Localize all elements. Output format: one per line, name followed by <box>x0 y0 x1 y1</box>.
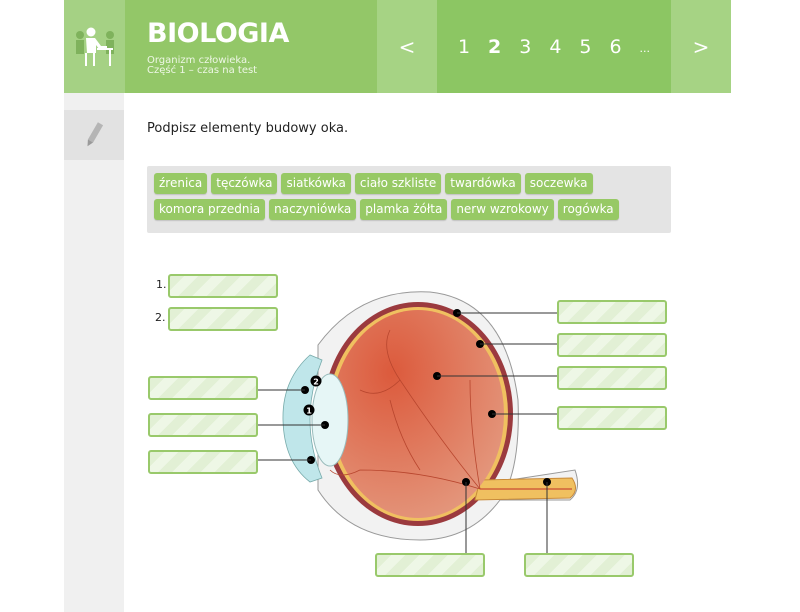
word-chip[interactable]: źrenica <box>154 173 208 194</box>
pagination: < 1 2 3 4 5 6 ... > <box>377 0 731 93</box>
word-chip[interactable]: ciało szkliste <box>354 173 442 194</box>
subject-title: BIOLOGIA <box>147 18 289 49</box>
page-5[interactable]: 5 <box>579 35 592 58</box>
drop-zone-bottom-1[interactable] <box>375 553 485 577</box>
question-text: Podpisz elementy budowy oka. <box>147 121 349 136</box>
word-chip[interactable]: naczyniówka <box>269 199 357 220</box>
drop-zone-right-1[interactable] <box>557 300 667 324</box>
page-1[interactable]: 1 <box>457 35 471 58</box>
word-bank: źrenica tęczówka siatkówka ciało szklist… <box>147 166 671 233</box>
header-title-block: BIOLOGIA Organizm człowieka. Część 1 – c… <box>125 0 377 93</box>
word-chip[interactable]: nerw wzrokowy <box>451 199 554 220</box>
drop-zone-left-2[interactable] <box>148 413 258 437</box>
page-2-current[interactable]: 2 <box>488 35 502 58</box>
drop-zone-right-2[interactable] <box>557 333 667 357</box>
drop-zone-bottom-2[interactable] <box>524 553 634 577</box>
word-chip[interactable]: rogówka <box>557 199 619 220</box>
word-chip[interactable]: plamka żółta <box>360 199 448 220</box>
marker-2 <box>310 375 322 387</box>
word-chip[interactable]: tęczówka <box>211 173 278 194</box>
word-chip[interactable]: soczewka <box>524 173 593 194</box>
marker-2-label: 2 <box>313 378 319 387</box>
label-number-2: 2. <box>155 311 166 324</box>
pencil-tool-button[interactable] <box>64 110 124 160</box>
subtitle-line-1: Organizm człowieka. <box>147 55 251 66</box>
drop-zone-right-4[interactable] <box>557 406 667 430</box>
sidebar <box>64 93 124 612</box>
drop-zone-2[interactable] <box>168 307 278 331</box>
word-chip[interactable]: twardówka <box>445 173 521 194</box>
next-page-button[interactable]: > <box>671 0 731 93</box>
student-at-desk-icon <box>64 0 125 93</box>
drop-zone-1[interactable] <box>168 274 278 298</box>
page-4[interactable]: 4 <box>549 35 562 58</box>
prev-page-button[interactable]: < <box>377 0 437 93</box>
page-6[interactable]: 6 <box>609 35 622 58</box>
drop-zone-left-3[interactable] <box>148 450 258 474</box>
drop-zone-left-1[interactable] <box>148 376 258 400</box>
word-chip[interactable]: siatkówka <box>281 173 351 194</box>
pencil-icon <box>87 122 104 147</box>
marker-1-label: 1 <box>306 407 312 416</box>
word-chip[interactable]: komora przednia <box>154 199 266 220</box>
drop-zone-right-3[interactable] <box>557 366 667 390</box>
page-ellipsis[interactable]: ... <box>639 41 651 55</box>
subtitle-line-2: Część 1 – czas na test <box>147 65 258 76</box>
page-3[interactable]: 3 <box>519 35 532 58</box>
marker-1 <box>303 404 315 416</box>
label-number-1: 1. <box>156 278 167 291</box>
